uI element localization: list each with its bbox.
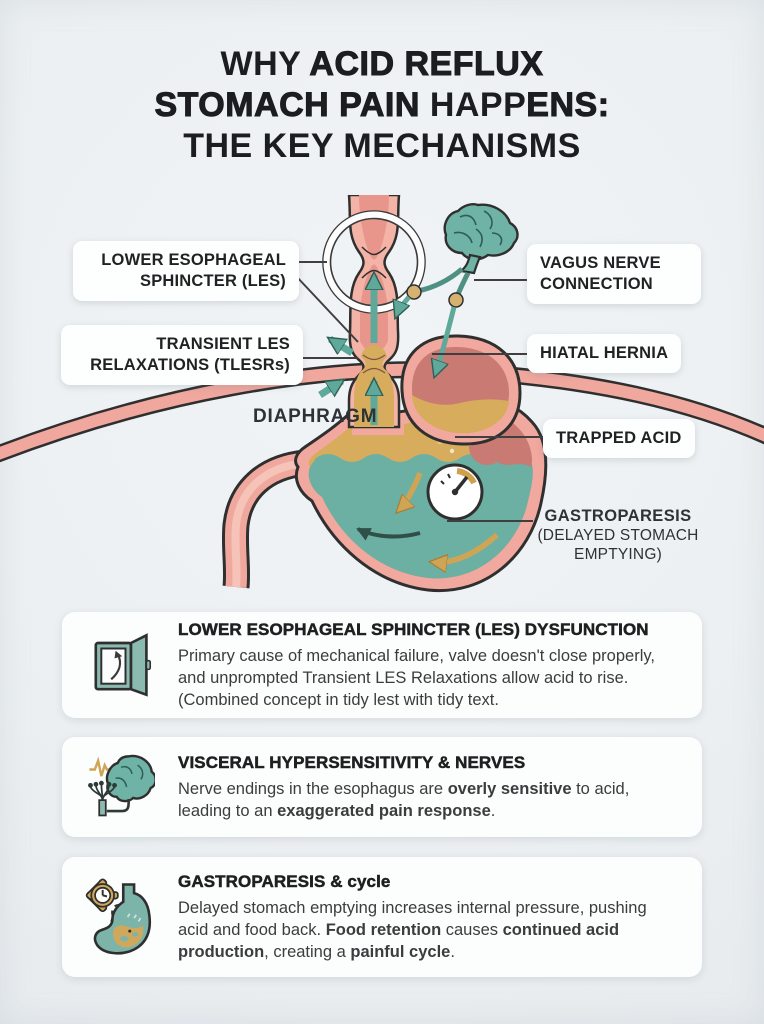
- card-les-dysfunction: LOWER ESOPHAGEAL SPHINCTER (LES) DYSFUNC…: [62, 612, 702, 718]
- card-les-body: Primary cause of mechanical failure, val…: [178, 647, 655, 709]
- label-gastroparesis: GASTROPARESIS (DELAYED STOMACH EMPTYING): [520, 507, 716, 564]
- pressure-gauge-icon: [426, 463, 484, 521]
- reflux-arrows-icon: [318, 275, 499, 562]
- title-line-2: STOMACH PAIN HAPPENS:: [154, 86, 610, 125]
- open-door-icon: [84, 629, 156, 701]
- card-les-title: LOWER ESOPHAGEAL SPHINCTER (LES) DYSFUNC…: [178, 620, 649, 640]
- card-gastro-body: Delayed stomach emptying increases inter…: [178, 899, 647, 961]
- brain-icon: [443, 203, 519, 275]
- label-tlesr: TRANSIENT LES RELAXATIONS (TLESRs): [61, 325, 303, 385]
- label-trapped-acid: TRAPPED ACID: [543, 419, 695, 458]
- brain-nerves-icon: [84, 754, 156, 820]
- title-line-3: THE KEY MECHANISMS: [183, 127, 581, 165]
- stomach-illustration: [0, 195, 764, 593]
- card-visceral-text: VISCERAL HYPERSENSITIVITY & NERVES Nerve…: [156, 740, 702, 834]
- label-diaphragm: DIAPHRAGM: [253, 406, 378, 427]
- connector-lines: [295, 261, 543, 522]
- card-visceral-body: Nerve endings in the esophagus are overl…: [178, 780, 630, 820]
- anatomy-diagram: LOWER ESOPHAGEAL SPHINCTER (LES) TRANSIE…: [0, 195, 764, 615]
- title-line-1: WHY ACID REFLUX: [220, 45, 544, 84]
- stomach-gear-icon: [84, 878, 156, 956]
- card-visceral-hypersensitivity: VISCERAL HYPERSENSITIVITY & NERVES Nerve…: [62, 737, 702, 837]
- label-gastroparesis-title: GASTROPARESIS: [544, 507, 692, 525]
- page-title: WHY ACID REFLUX STOMACH PAIN HAPPENS: TH…: [0, 44, 764, 167]
- label-les: LOWER ESOPHAGEAL SPHINCTER (LES): [73, 241, 299, 301]
- hiatal-hernia-pouch: [400, 334, 522, 446]
- card-gastroparesis-cycle: GASTROPARESIS & cycle Delayed stomach em…: [62, 857, 702, 977]
- label-vagus-nerve: VAGUS NERVE CONNECTION: [527, 244, 701, 304]
- label-gastroparesis-sub: (DELAYED STOMACH EMPTYING): [537, 527, 699, 563]
- card-visceral-title: VISCERAL HYPERSENSITIVITY & NERVES: [178, 753, 526, 773]
- card-les-text: LOWER ESOPHAGEAL SPHINCTER (LES) DYSFUNC…: [156, 607, 702, 723]
- card-gastro-title: GASTROPARESIS & cycle: [178, 872, 391, 892]
- gear-clock: [85, 878, 119, 913]
- label-hiatal-hernia: HIATAL HERNIA: [527, 334, 682, 373]
- vagus-nerve-icon: [396, 267, 471, 375]
- card-gastro-text: GASTROPARESIS & cycle Delayed stomach em…: [156, 859, 702, 975]
- duodenum: [221, 449, 307, 589]
